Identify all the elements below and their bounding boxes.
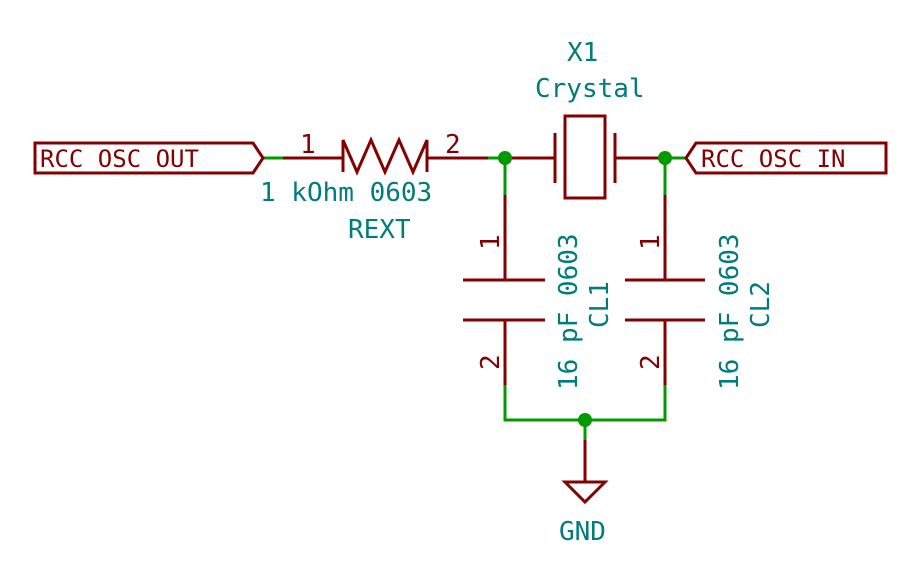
net-label-osc-in[interactable]: RCC_OSC_IN (684, 141, 888, 175)
cl1-value-label: 16 pF 0603 (554, 233, 584, 390)
crystal-reference-label: X1 (567, 38, 598, 68)
resistor-zigzag (341, 136, 429, 176)
cl2-pin-1-label: 1 (636, 234, 666, 250)
resistor-rext[interactable]: 1 2 1 kOhm 0603 REXT (260, 130, 488, 245)
junction-dot-left (498, 151, 512, 165)
cl1-pin-2-label: 2 (476, 354, 506, 370)
cl1-pin-1-label: 1 (476, 234, 506, 250)
resistor-pin-2-label: 2 (445, 130, 461, 160)
crystal-value-label: Crystal (535, 74, 645, 104)
resistor-reference-label: REXT (348, 215, 411, 245)
resistor-value-label: 1 kOhm 0603 (260, 178, 432, 208)
junctions (498, 151, 672, 427)
net-label-osc-out[interactable]: RCC_OSC_OUT (33, 141, 265, 175)
cl2-value-label: 16 pF 0603 (715, 233, 745, 390)
net-label-osc-out-text: RCC_OSC_OUT (40, 145, 199, 173)
crystal-body (563, 114, 607, 200)
ground-symbol[interactable]: GND (559, 440, 609, 547)
crystal-x1[interactable]: X1 Crystal (505, 38, 665, 200)
net-label-osc-in-outline (684, 141, 888, 175)
net-label-osc-out-outline (33, 141, 265, 175)
cl2-pin-2-label: 2 (636, 354, 666, 370)
junction-dot-right (658, 151, 672, 165)
capacitor-cl2[interactable]: 1 2 16 pF 0603 CL2 (625, 195, 776, 390)
resistor-pin-1-label: 1 (300, 130, 316, 160)
junction-dot-ground (578, 413, 592, 427)
net-label-osc-in-text: RCC_OSC_IN (701, 145, 846, 173)
cl2-reference-label: CL2 (746, 281, 776, 328)
gnd-icon (561, 480, 609, 505)
cl1-reference-label: CL1 (585, 281, 615, 328)
capacitor-cl1[interactable]: 1 2 16 pF 0603 CL1 (463, 195, 615, 390)
gnd-label: GND (559, 517, 606, 547)
